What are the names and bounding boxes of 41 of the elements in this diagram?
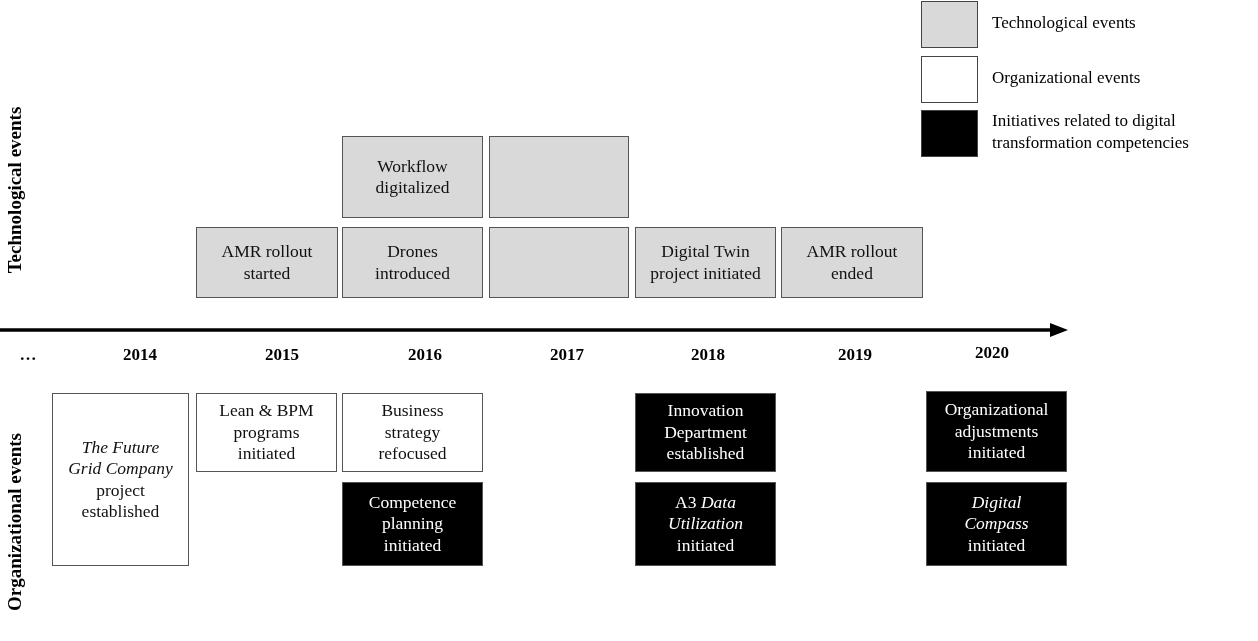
event-text: Business strategy refocused — [377, 400, 448, 465]
axis-label: Technological events — [3, 106, 26, 274]
event-text: Lean & BPM programs initiated — [218, 400, 315, 465]
event-text: Drones introduced — [374, 241, 451, 284]
year-label: 2020 — [975, 343, 1009, 363]
event-text: A3 Data Utilization initiated — [667, 492, 744, 556]
event-box — [781, 227, 923, 298]
event-text: Organizational adjustments initiated — [943, 399, 1050, 464]
event-box — [342, 136, 483, 218]
year-label: 2018 — [691, 345, 725, 365]
event-text: The Future Grid Company project established — [67, 436, 174, 523]
event-text: Workflow digitalized — [374, 155, 451, 199]
event-box — [635, 227, 776, 298]
year-label: 2017 — [550, 345, 584, 365]
year-label: 2016 — [408, 345, 442, 365]
legend-text: Technological events — [992, 12, 1137, 34]
event-text: Innovation Department established — [663, 400, 748, 465]
event-box — [342, 482, 483, 566]
event-text: AMR rollout ended — [805, 241, 899, 284]
event-box — [489, 227, 629, 298]
year-label: 2015 — [265, 345, 299, 365]
event-box — [489, 136, 629, 218]
legend-text: Initiatives related to digital transformation competencies — [992, 110, 1190, 155]
event-box — [196, 393, 337, 472]
event-box — [52, 393, 189, 566]
year-label: … — [19, 345, 37, 365]
axis-label: Organizational events — [3, 433, 26, 611]
event-box — [635, 482, 776, 566]
event-text: Digital Twin project initiated — [649, 241, 762, 284]
event-box — [342, 227, 483, 298]
event-box — [635, 393, 776, 472]
event-text: Competence planning initiated — [367, 492, 458, 556]
event-text: Digital Compass initiated — [963, 492, 1030, 556]
legend-text: Organizational events — [992, 67, 1142, 89]
event-text: AMR rollout started — [220, 241, 314, 284]
year-label: 2014 — [123, 345, 157, 365]
year-label: 2019 — [838, 345, 872, 365]
event-box — [342, 393, 483, 472]
event-box — [926, 391, 1067, 472]
event-box — [926, 482, 1067, 566]
event-box — [196, 227, 338, 298]
